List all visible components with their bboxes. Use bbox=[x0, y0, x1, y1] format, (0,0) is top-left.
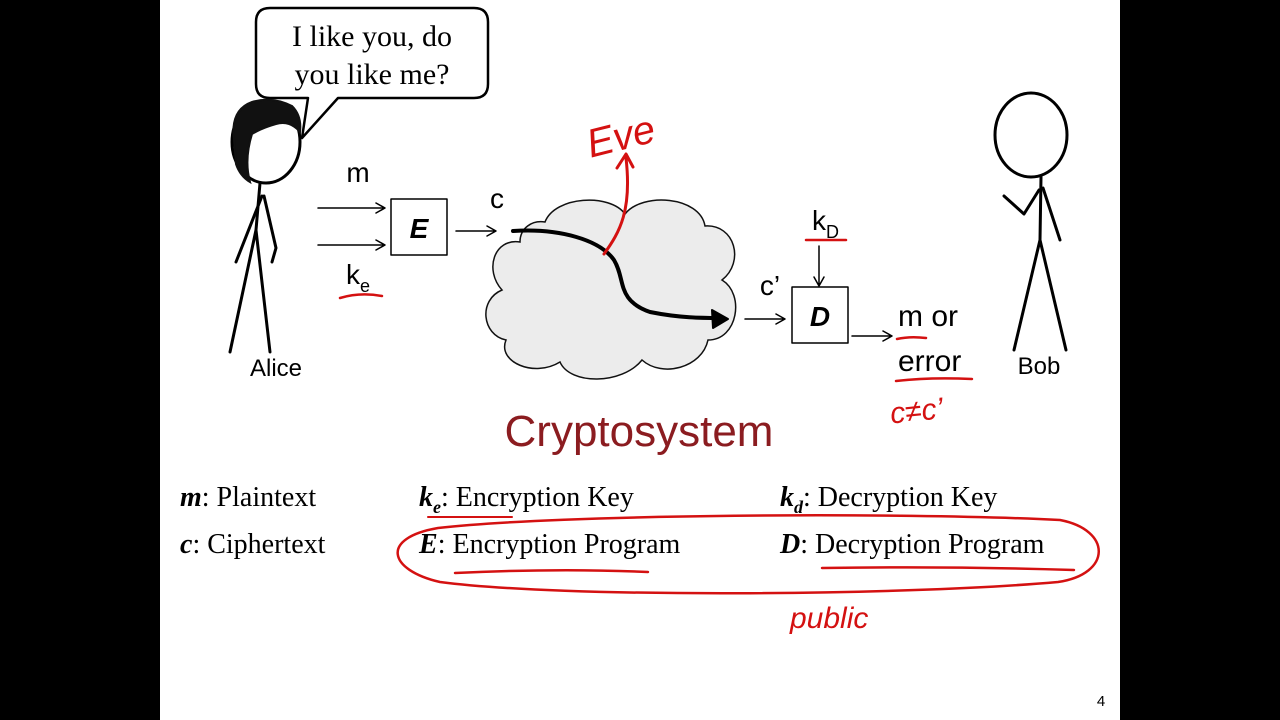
eve-arrow bbox=[602, 152, 635, 256]
alice-figure: Alice bbox=[228, 98, 302, 382]
legend-encryption-key: ke: Encryption Key bbox=[419, 482, 634, 517]
ciphertext-arrow bbox=[455, 225, 497, 237]
page-number: 4 bbox=[1097, 693, 1105, 710]
legend-ciphertext: c: Ciphertext bbox=[180, 529, 326, 560]
legend-plaintext: m: Plaintext bbox=[180, 482, 316, 513]
public-programs-ellipse bbox=[396, 514, 1100, 595]
ke-underline bbox=[338, 293, 384, 300]
decryption-key-arrow bbox=[813, 245, 825, 287]
output-arrow bbox=[851, 330, 893, 342]
error-underline bbox=[894, 377, 974, 383]
eve-annotation: Eve bbox=[582, 107, 660, 166]
speech-line-2: you like me? bbox=[295, 58, 450, 91]
message-label: m bbox=[346, 157, 369, 188]
encryption-box-label: E bbox=[410, 213, 430, 244]
legend: m: Plaintext c: Ciphertext ke: Encryptio… bbox=[180, 482, 1045, 560]
public-annotation: public bbox=[789, 602, 868, 635]
diagram-title: Cryptosystem bbox=[505, 407, 774, 456]
decryption-program-underline bbox=[820, 566, 1076, 572]
alice-label: Alice bbox=[250, 355, 302, 382]
red-annotations: Eve c≠c’ public bbox=[338, 107, 1100, 635]
speech-line-1: I like you, do bbox=[292, 20, 452, 53]
m-underline bbox=[895, 335, 928, 341]
legend-encryption-program: E: Encryption Program bbox=[418, 529, 681, 560]
decryption-box-label: D bbox=[810, 301, 830, 332]
received-ciphertext-label: c’ bbox=[760, 270, 780, 301]
message-arrow bbox=[317, 202, 386, 214]
output-line-2: error bbox=[898, 345, 961, 378]
key-arrow bbox=[317, 239, 386, 251]
bob-figure: Bob bbox=[993, 91, 1069, 380]
encryption-program-underline bbox=[453, 568, 650, 575]
bob-label: Bob bbox=[1018, 353, 1061, 380]
received-arrow bbox=[744, 313, 786, 325]
speech-bubble: I like you, do you like me? bbox=[254, 6, 490, 140]
slide: I like you, do you like me? Alice Bob m … bbox=[160, 0, 1120, 720]
insecure-channel-cloud bbox=[485, 199, 737, 380]
decryption-key-label: kD bbox=[812, 205, 839, 242]
channel-curve bbox=[511, 228, 722, 320]
encryption-key-label: ke bbox=[346, 259, 370, 296]
c-not-equal-annotation: c≠c’ bbox=[889, 392, 947, 431]
output-line-1: m or bbox=[898, 300, 958, 333]
channel-arrowhead bbox=[711, 309, 729, 329]
legend-decryption-key: kd: Decryption Key bbox=[780, 482, 997, 517]
encryption-box: E bbox=[390, 198, 448, 256]
ciphertext-label: c bbox=[490, 183, 504, 214]
decryption-box: D bbox=[791, 286, 849, 344]
legend-decryption-program: D: Decryption Program bbox=[779, 529, 1045, 560]
alice-hair bbox=[232, 98, 302, 185]
cryptosystem-diagram: I like you, do you like me? Alice Bob m … bbox=[180, 6, 1105, 710]
